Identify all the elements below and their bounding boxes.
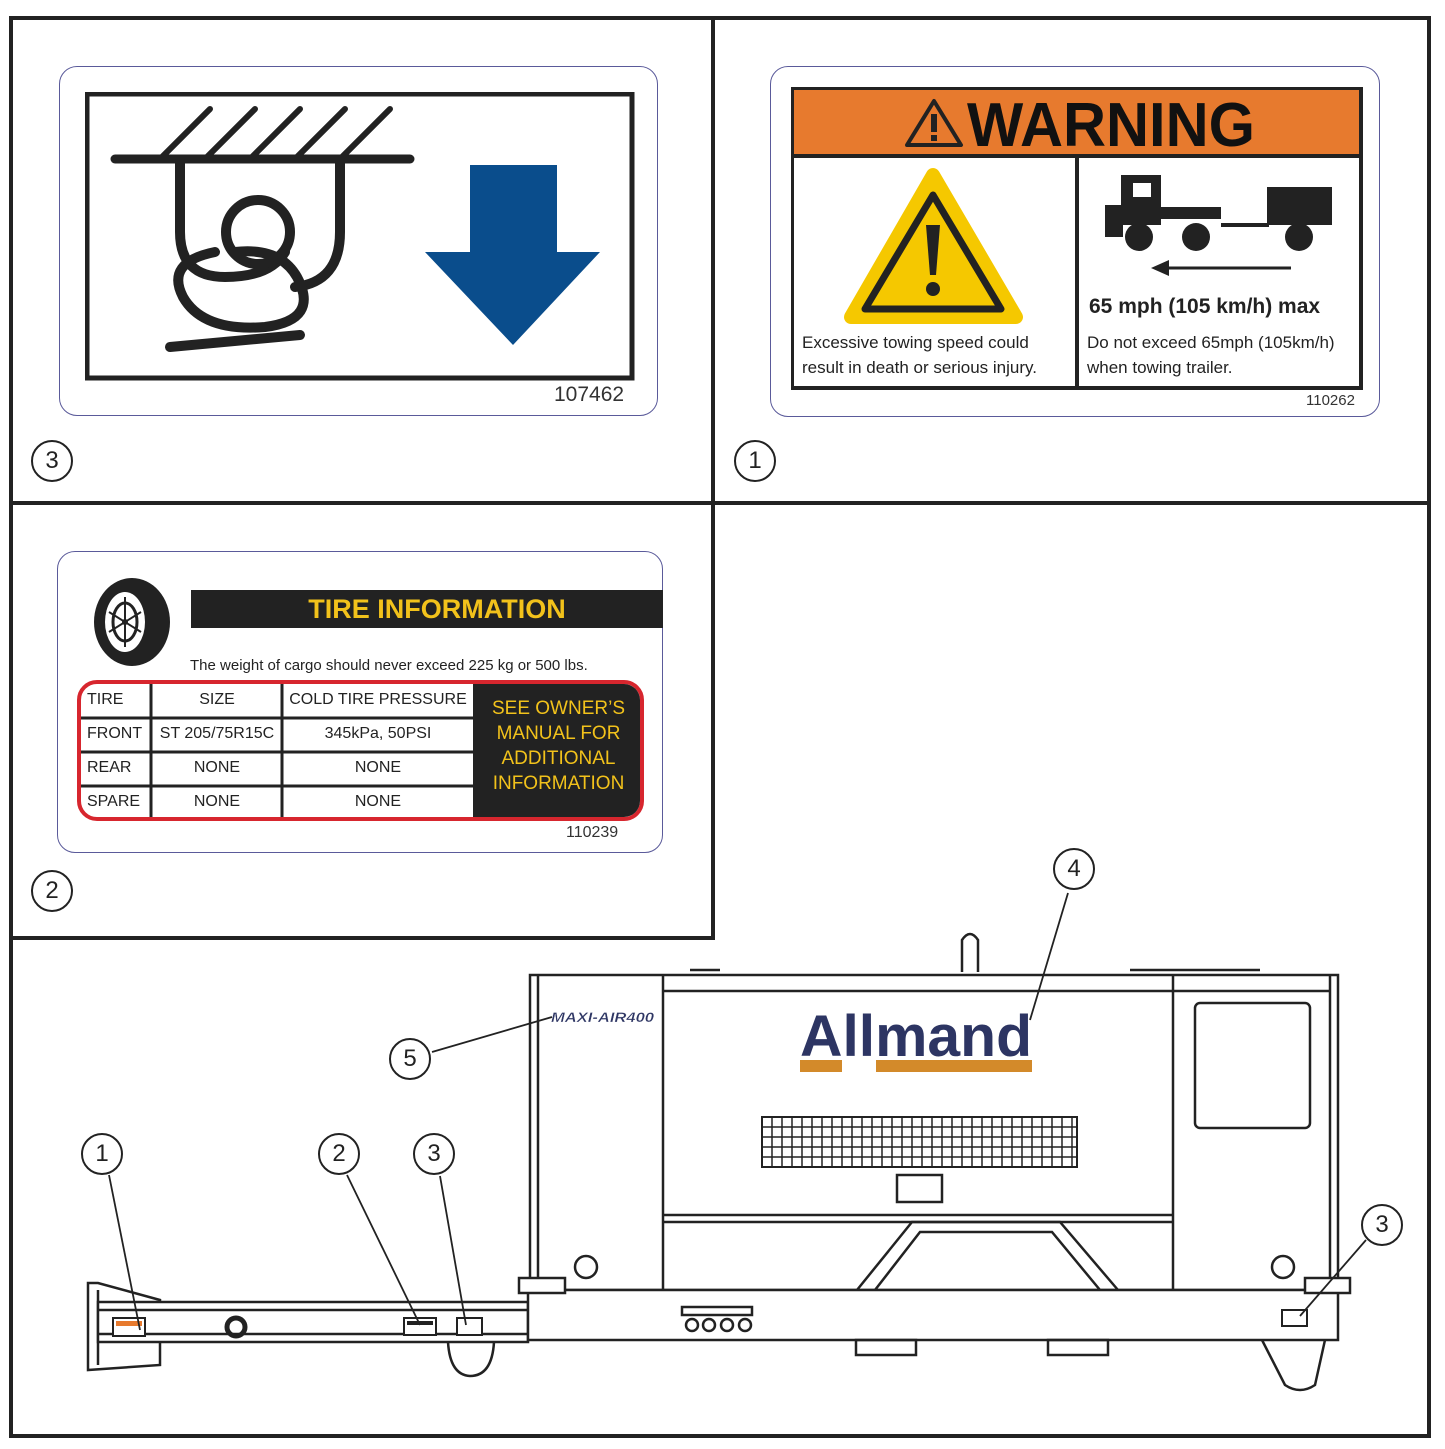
tire-icon bbox=[94, 578, 170, 666]
lift-point-decal: 107462 bbox=[59, 66, 658, 416]
callout-5-model: 5 bbox=[389, 1038, 431, 1080]
tire-title: TIRE INFORMATION bbox=[308, 594, 566, 624]
warning-triangle-icon bbox=[844, 168, 1023, 324]
callout-3-top: 3 bbox=[31, 440, 73, 482]
warning-left-line-2: result in death or serious injury. bbox=[802, 358, 1037, 377]
table-cell: FRONT bbox=[87, 725, 143, 742]
owner-note-line-1: SEE OWNER’S bbox=[491, 698, 626, 719]
callout-1-drawbar: 1 bbox=[81, 1133, 123, 1175]
callout-1-top: 1 bbox=[734, 440, 776, 482]
warning-header-triangle-icon bbox=[905, 99, 963, 147]
table-cell: NONE bbox=[193, 793, 241, 810]
lifting-hook-icon bbox=[110, 106, 415, 352]
table-header-size: SIZE bbox=[199, 691, 235, 708]
towing-warning-decal: WARNING Excessive towing speed could res… bbox=[770, 66, 1380, 417]
callout-3-drawbar: 3 bbox=[413, 1133, 455, 1175]
table-cell: REAR bbox=[87, 759, 132, 776]
tire-title-bar bbox=[191, 590, 663, 628]
table-header-tire: TIRE bbox=[87, 691, 124, 708]
warning-right-line-1: Do not exceed 65mph (105km/h) bbox=[1087, 333, 1335, 352]
owner-manual-note: SEE OWNER’S MANUAL FOR ADDITIONAL INFORM… bbox=[473, 696, 640, 796]
callout-4-logo: 4 bbox=[1053, 848, 1095, 890]
svg-text:WARNING: WARNING bbox=[967, 91, 1255, 157]
tire-information-decal: TIRE INFORMATION The weight of cargo sho… bbox=[57, 551, 663, 853]
table-header-pressure: COLD TIRE PRESSURE bbox=[289, 691, 467, 708]
cargo-note: The weight of cargo should never exceed … bbox=[190, 657, 588, 674]
owner-note-line-4: INFORMATION bbox=[492, 773, 625, 794]
part-number: 107462 bbox=[554, 383, 625, 406]
svg-text:Allmand: Allmand bbox=[800, 1005, 1032, 1060]
part-number: 110239 bbox=[566, 824, 619, 841]
tire-table-grid bbox=[81, 684, 473, 817]
warning-header: WARNING bbox=[967, 91, 1255, 157]
warning-left-text: Excessive towing speed could result in d… bbox=[802, 330, 1037, 380]
callout-3-base: 3 bbox=[1361, 1204, 1403, 1246]
warning-graphic bbox=[791, 87, 1363, 390]
table-cell: NONE bbox=[193, 759, 241, 776]
allmand-logo: Allmand bbox=[800, 1005, 1032, 1060]
callout-2-drawbar: 2 bbox=[318, 1133, 360, 1175]
table-cell: ST 205/75R15C bbox=[159, 725, 275, 742]
model-badge: MAXI-AIR400 bbox=[551, 1009, 654, 1025]
engine-grille bbox=[761, 1116, 1078, 1168]
truck-trailer-icon bbox=[1105, 175, 1332, 276]
callout-2-mid: 2 bbox=[31, 870, 73, 912]
table-cell: 345kPa, 50PSI bbox=[324, 725, 432, 742]
warning-speed-heading: 65 mph (105 km/h) max bbox=[1089, 295, 1321, 318]
owner-manual-panel bbox=[473, 684, 640, 817]
table-cell: NONE bbox=[354, 759, 402, 776]
warning-left-line-1: Excessive towing speed could bbox=[802, 333, 1029, 352]
lift-point-graphic bbox=[85, 92, 635, 381]
table-cell: SPARE bbox=[87, 793, 141, 810]
tire-table-frame: SEE OWNER’S MANUAL FOR ADDITIONAL INFORM… bbox=[77, 680, 644, 821]
table-cell: NONE bbox=[354, 793, 402, 810]
part-number: 110262 bbox=[1306, 392, 1355, 409]
owner-note-line-3: ADDITIONAL bbox=[501, 748, 616, 769]
warning-right-line-2: when towing trailer. bbox=[1087, 358, 1233, 377]
svg-text:MAXI-AIR400: MAXI-AIR400 bbox=[551, 1009, 654, 1025]
owner-note-line-2: MANUAL FOR bbox=[496, 723, 621, 744]
down-arrow-icon bbox=[425, 165, 600, 345]
warning-right-text: Do not exceed 65mph (105km/h) when towin… bbox=[1087, 330, 1335, 380]
